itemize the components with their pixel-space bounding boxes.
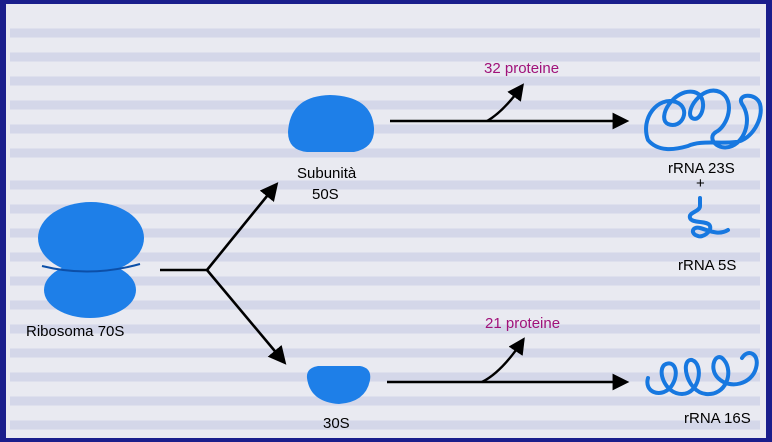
arrows-50s bbox=[390, 83, 630, 130]
rrna-16s-squiggle bbox=[645, 351, 759, 397]
split-arrows bbox=[160, 182, 287, 365]
arrows-30s bbox=[387, 337, 630, 391]
ribosome-label: Ribosoma 70S bbox=[26, 323, 124, 340]
plus-sign: + bbox=[696, 175, 705, 192]
subunit-30s-shape bbox=[306, 366, 371, 404]
rrna-23s-squiggle bbox=[644, 88, 763, 152]
rrna-5s-label: rRNA 5S bbox=[678, 257, 736, 274]
proteins-50s-label: 32 proteine bbox=[484, 60, 559, 77]
ribosome-70s-shape bbox=[38, 202, 144, 318]
rrna-5s-squiggle bbox=[687, 196, 730, 239]
subunit-50s-shape bbox=[288, 95, 375, 152]
subunit-30s-label: 30S bbox=[323, 415, 350, 432]
subunit-50s-label-line1: Subunità bbox=[297, 165, 357, 182]
rrna-16s-label: rRNA 16S bbox=[684, 410, 751, 427]
subunit-50s-label-line2: 50S bbox=[312, 186, 339, 203]
rrna-23s-label: rRNA 23S bbox=[668, 160, 735, 177]
proteins-30s-label: 21 proteine bbox=[485, 315, 560, 332]
